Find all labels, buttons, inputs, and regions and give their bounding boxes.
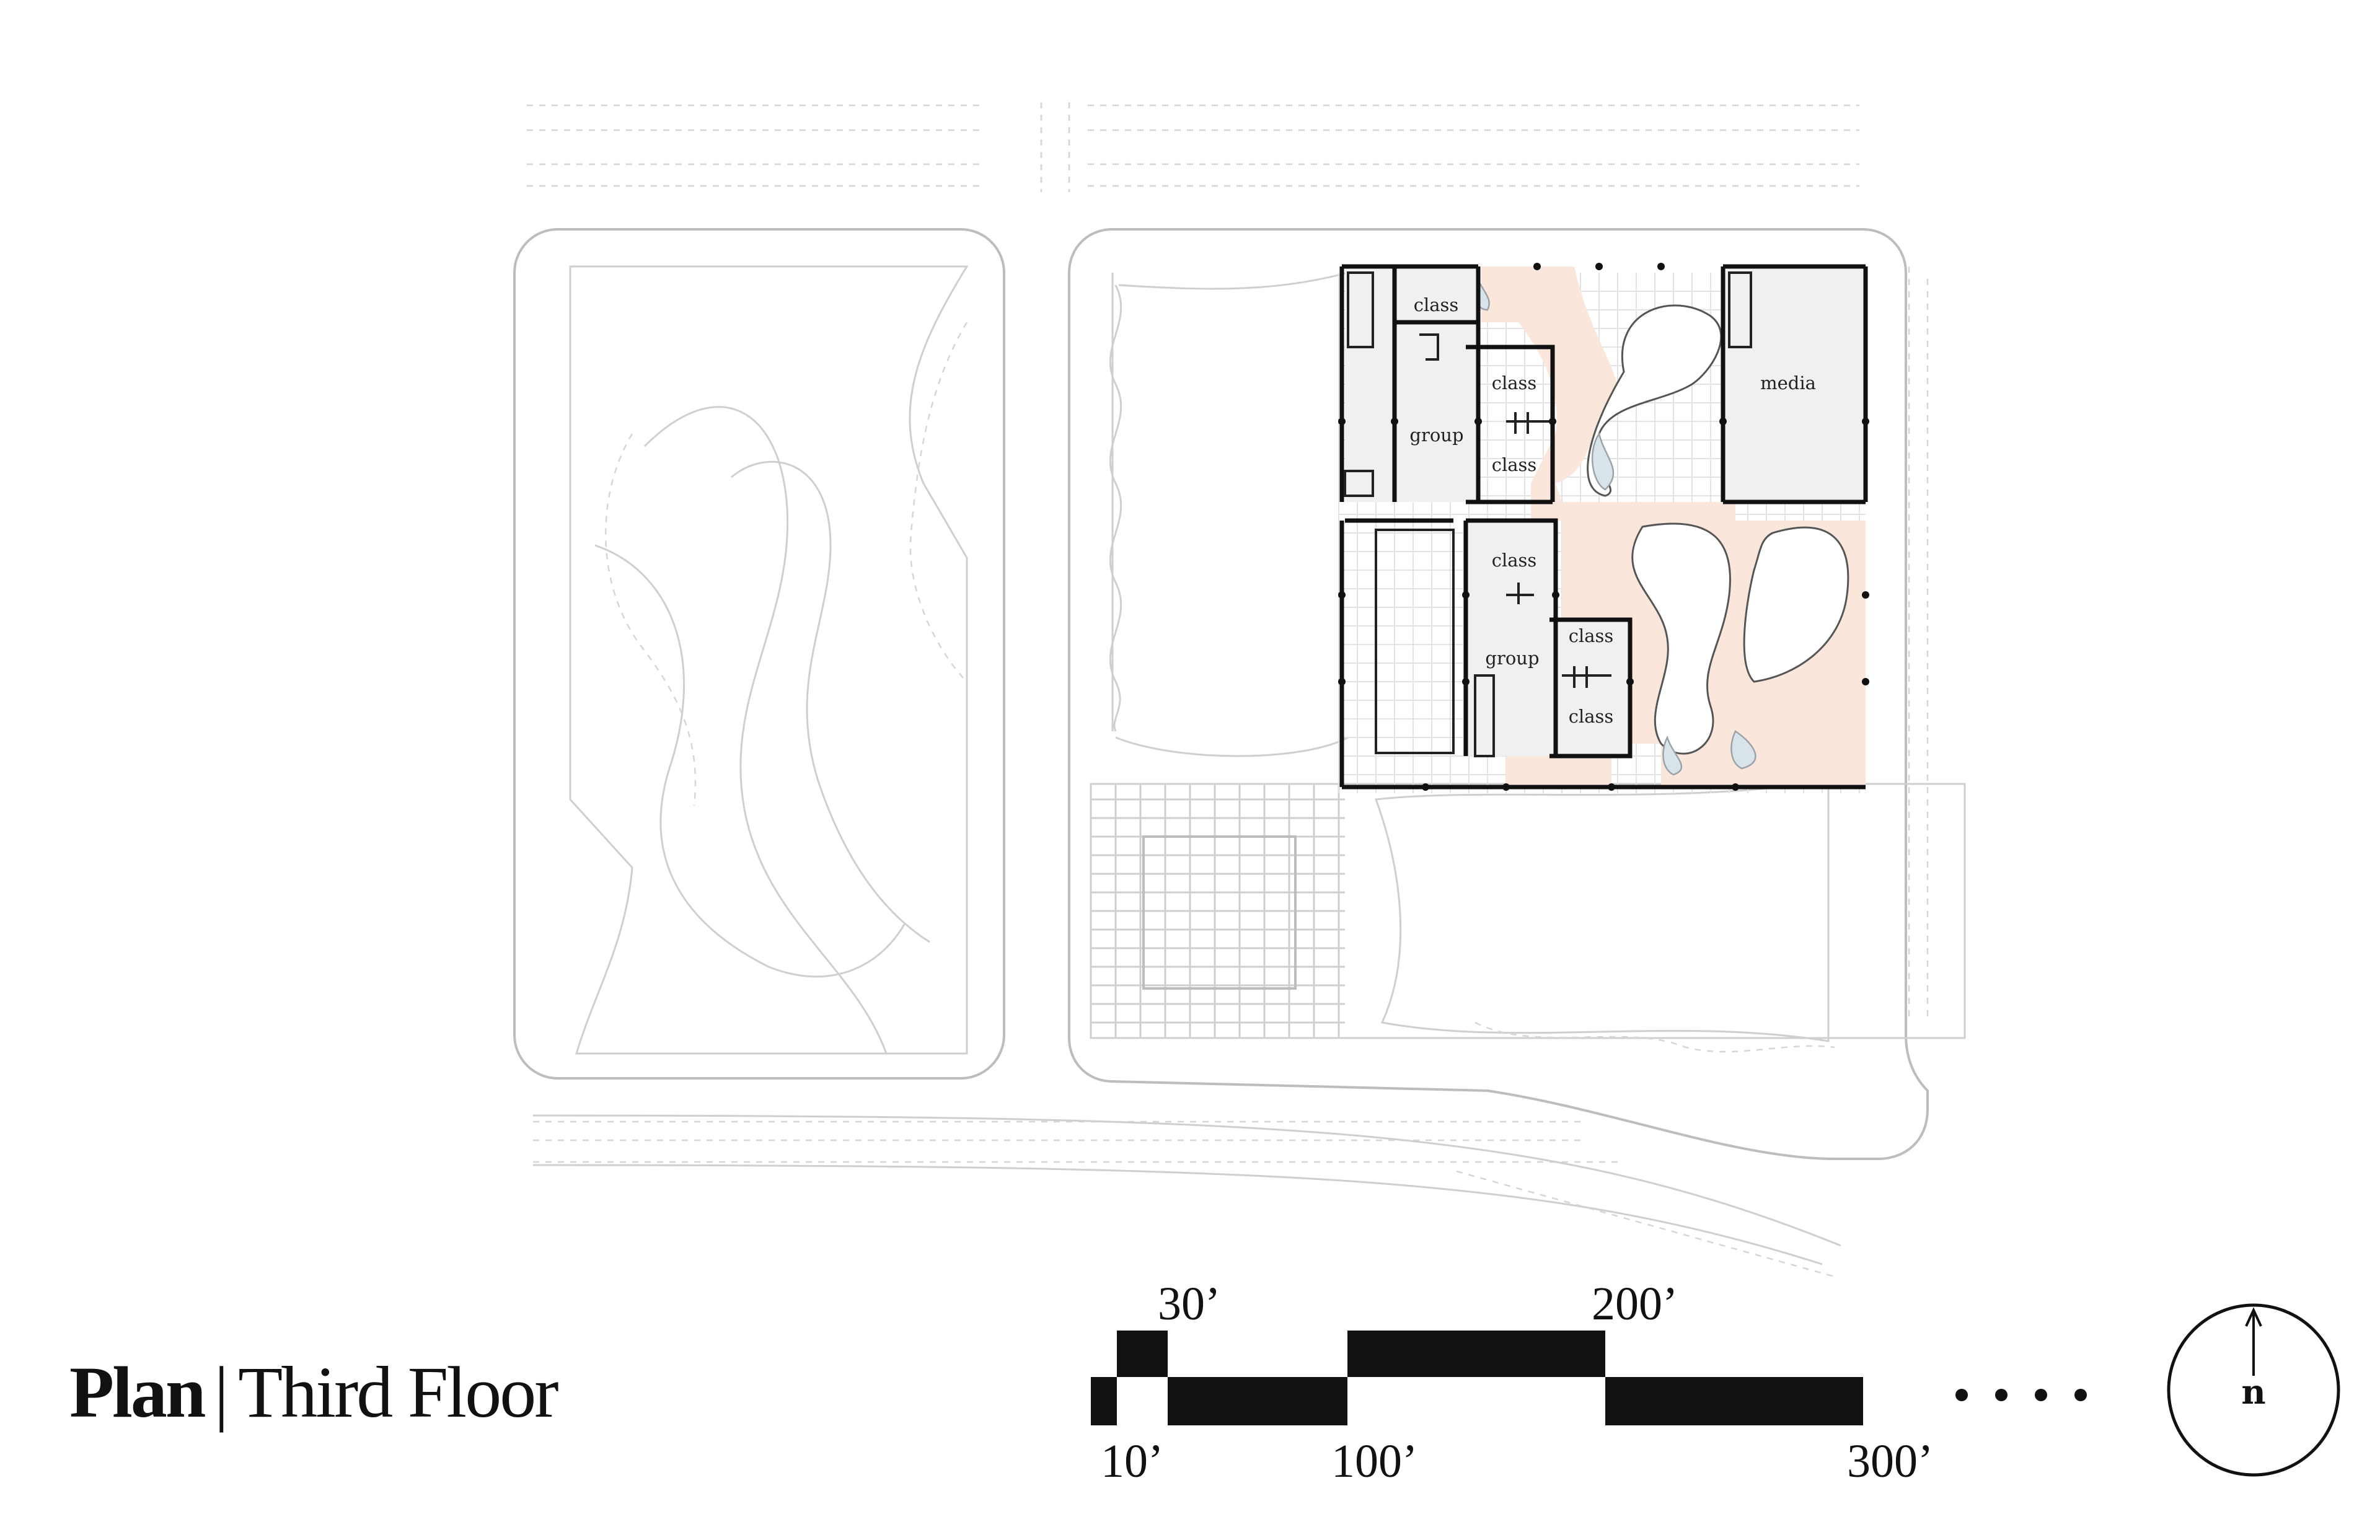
room-label: class — [1492, 550, 1537, 571]
north-arrow-icon: n — [2167, 1303, 2340, 1477]
room-label: media — [1760, 372, 1816, 394]
ellipsis-dots — [1955, 1389, 2087, 1401]
drawing-title: Plan|Third Floor — [69, 1356, 559, 1429]
room-label: class — [1492, 454, 1537, 475]
room-label: class — [1569, 625, 1614, 646]
third-floor-plan: class class group class media class grou… — [1338, 263, 1869, 793]
scale-label: 30’ — [1158, 1278, 1221, 1330]
scale-label: 10’ — [1101, 1435, 1164, 1487]
room-label: class — [1492, 372, 1537, 394]
room-label: group — [1485, 648, 1539, 669]
title-main: Plan — [69, 1352, 206, 1433]
scale-label: 100’ — [1331, 1435, 1418, 1487]
title-sub: Third Floor — [238, 1352, 558, 1433]
north-label: n — [2241, 1372, 2265, 1412]
room-label: class — [1569, 706, 1614, 727]
room-label: class — [1414, 294, 1459, 315]
scale-label: 200’ — [1592, 1278, 1678, 1330]
title-separator: | — [214, 1352, 229, 1433]
scale-bar — [1091, 1331, 1863, 1425]
scale-label: 300’ — [1847, 1435, 1934, 1487]
room-label: group — [1409, 425, 1463, 446]
